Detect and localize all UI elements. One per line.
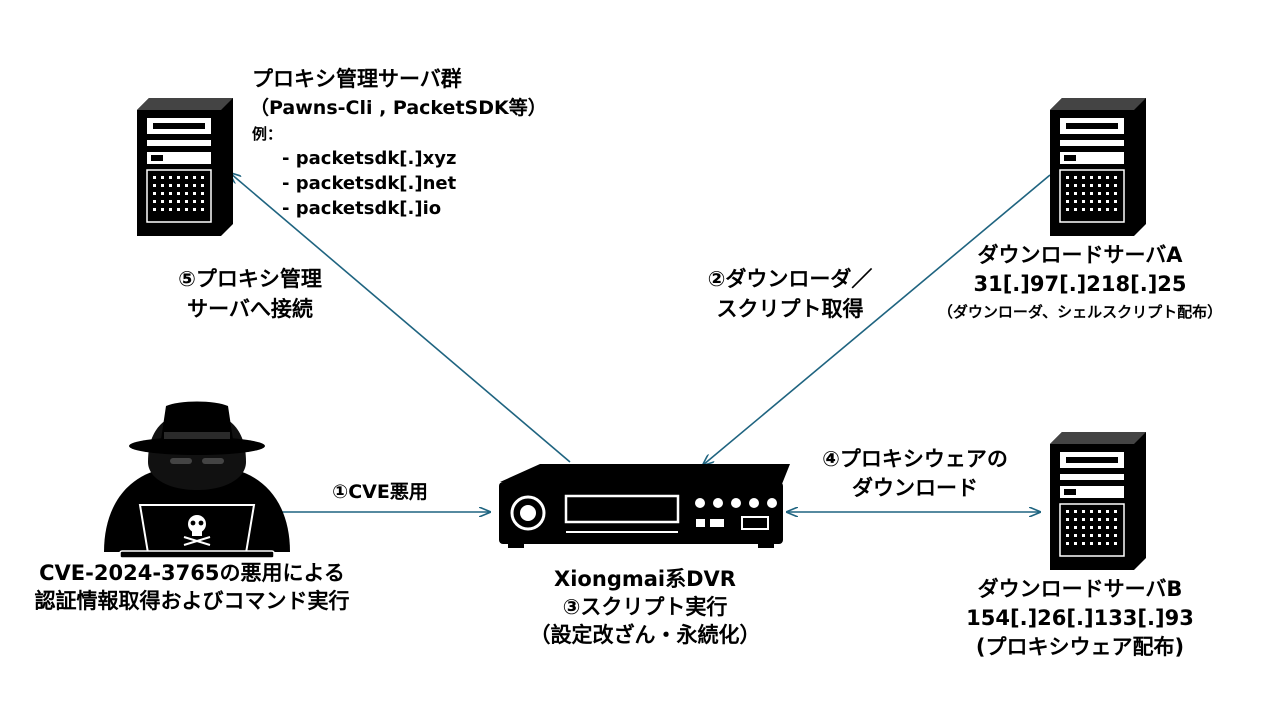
hacker-laptop-icon bbox=[104, 401, 290, 559]
dvr-title: Xiongmai系DVR bbox=[554, 567, 736, 591]
step5-label-line1: ⑤プロキシ管理 bbox=[178, 267, 322, 291]
server-tower-icon bbox=[1049, 431, 1147, 571]
download-a-address: 31[.]97[.]218[.]25 bbox=[973, 272, 1187, 296]
proxy-mgmt-examples-label: 例： bbox=[252, 125, 283, 143]
server-tower-icon bbox=[136, 97, 234, 237]
proxy-mgmt-example-item: - packetsdk[.]io bbox=[282, 198, 442, 219]
step2-label-line2: スクリプト取得 bbox=[716, 297, 864, 321]
step5-label-line2: サーバへ接続 bbox=[187, 297, 313, 321]
download-a-note: （ダウンローダ、シェルスクリプト配布） bbox=[937, 303, 1223, 321]
proxy-mgmt-example-item: - packetsdk[.]xyz bbox=[282, 148, 457, 169]
dvr-step3: ③スクリプト実行 bbox=[562, 595, 728, 619]
proxy-mgmt-example-item: - packetsdk[.]net bbox=[282, 173, 457, 194]
download-b-note: (プロキシウェア配布) bbox=[975, 635, 1185, 659]
proxy-mgmt-title: プロキシ管理サーバ群 bbox=[252, 67, 462, 91]
attacker-caption-line1: CVE-2024-3765の悪用による bbox=[39, 561, 345, 585]
arrow-step5-to-proxy-mgmt bbox=[230, 173, 571, 463]
attacker-caption-line2: 認証情報取得およびコマンド実行 bbox=[34, 589, 350, 613]
dvr-note: （設定改ざん・永続化） bbox=[529, 623, 761, 647]
proxy-mgmt-subtitle: （Pawns-Cli , PacketSDK等） bbox=[250, 97, 547, 119]
download-b-address: 154[.]26[.]133[.]93 bbox=[966, 606, 1194, 630]
step4-label-line2: ダウンロード bbox=[852, 476, 978, 500]
download-a-title: ダウンロードサーバA bbox=[977, 243, 1183, 267]
download-b-title: ダウンロードサーバB bbox=[977, 577, 1183, 601]
arrow-step2-from-download-a bbox=[703, 174, 1051, 465]
step1-label: ①CVE悪用 bbox=[332, 481, 428, 503]
step4-label-line1: ④プロキシウェアの bbox=[822, 447, 1008, 471]
step2-label-line1: ②ダウンローダ／ bbox=[707, 267, 873, 291]
server-tower-icon bbox=[1049, 97, 1147, 237]
dvr-device-icon bbox=[499, 464, 790, 548]
